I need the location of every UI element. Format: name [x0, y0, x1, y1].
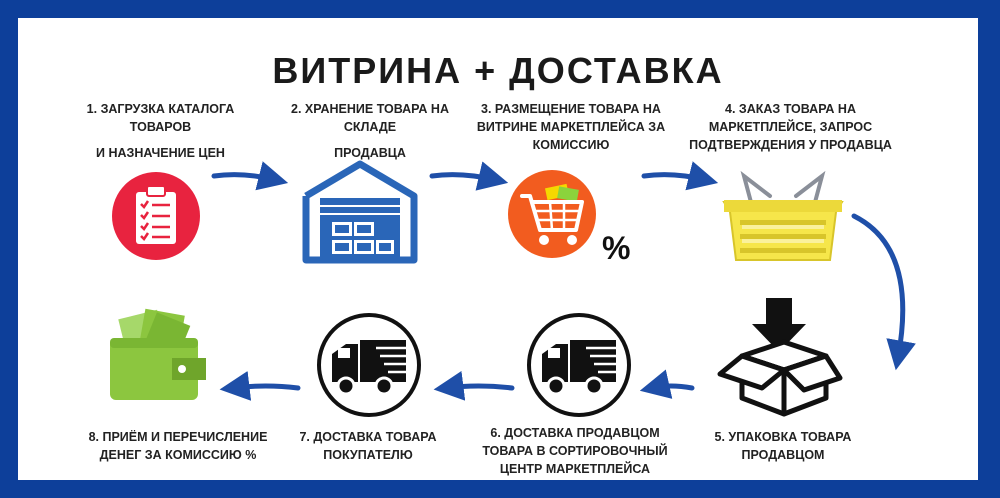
step-1-label-line-2: И НАЗНАЧЕНИЕ ЦЕН [96, 146, 225, 160]
flow-arrows [211, 161, 916, 401]
page-title: ВИТРИНА + ДОСТАВКА [272, 50, 724, 91]
step-3-label-line-3: КОМИССИЮ [532, 138, 610, 152]
arrow-6-to-7 [433, 370, 515, 401]
step-4-label-line-1: 4. ЗАКАЗ ТОВАРА НА [725, 102, 856, 116]
wallet-money-icon [102, 306, 214, 406]
arrow-5-to-6 [639, 369, 695, 399]
delivery-truck-icon [524, 310, 634, 420]
arrow-3-to-4 [641, 161, 719, 191]
warehouse-icon [300, 156, 420, 266]
step-3-label: 3. РАЗМЕЩЕНИЕ ТОВАРА НА ВИТРИНЕ МАРКЕТПЛ… [476, 100, 666, 154]
delivery-truck-icon-2 [314, 310, 424, 420]
step-6-label-line-3: ЦЕНТР МАРКЕТПЛЕЙСА [499, 462, 651, 476]
step-8-label-line-1: 8. ПРИЁМ И ПЕРЕЧИСЛЕНИЕ [88, 430, 268, 444]
clipboard-checklist-icon [110, 170, 202, 262]
shopping-cart-percent-icon: % [506, 168, 646, 268]
step-6-label-line-1: 6. ДОСТАВКА ПРОДАВЦОМ [490, 426, 660, 440]
basket-icon [718, 168, 848, 268]
step-7-label-line-1: 7. ДОСТАВКА ТОВАРА [299, 430, 437, 444]
step-2-label: 2. ХРАНЕНИЕ ТОВАРА НА СКЛАДЕ ПРОДАВЦА [265, 100, 475, 162]
step-5-label-line-2: ПРОДАВЦОМ [741, 448, 825, 462]
percent-sign: % [602, 230, 631, 266]
step-4-label-line-2: МАРКЕТПЛЕЙСЕ, ЗАПРОС [708, 120, 873, 134]
arrow-2-to-3 [429, 161, 509, 191]
step-8-label-line-2: ДЕНЕГ ЗА КОМИССИЮ % [99, 448, 257, 462]
step-4-label: 4. ЗАКАЗ ТОВАРА НА МАРКЕТПЛЕЙСЕ, ЗАПРОС … [688, 100, 893, 154]
step-2-label-line-2: ПРОДАВЦА [334, 146, 406, 160]
box-packing-icon [714, 294, 844, 418]
step-8-label: 8. ПРИЁМ И ПЕРЕЧИСЛЕНИЕ ДЕНЕГ ЗА КОМИССИ… [78, 428, 278, 464]
step-6-label-line-2: ТОВАРА В СОРТИРОВОЧНЫЙ [482, 444, 668, 458]
step-5-label-line-1: 5. УПАКОВКА ТОВАРА [714, 430, 852, 444]
arrow-7-to-8 [219, 371, 301, 401]
step-3-label-line-2: ВИТРИНЕ МАРКЕТПЛЕЙСА ЗА [476, 120, 666, 134]
arrow-1-to-2 [211, 161, 289, 191]
step-7-label-line-2: ПОКУПАТЕЛЮ [323, 448, 413, 462]
arrow-4-to-5 [851, 213, 916, 371]
infographic-frame: ВИТРИНА + ДОСТАВКА 1. ЗАГРУЗКА КАТАЛОГА … [18, 18, 978, 480]
step-2-label-line-1: 2. ХРАНЕНИЕ ТОВАРА НА СКЛАДЕ [291, 102, 449, 134]
step-3-label-line-1: 3. РАЗМЕЩЕНИЕ ТОВАРА НА [481, 102, 661, 116]
step-1-label-line-1: 1. ЗАГРУЗКА КАТАЛОГА ТОВАРОВ [86, 102, 235, 134]
step-5-label: 5. УПАКОВКА ТОВАРА ПРОДАВЦОМ [698, 428, 868, 464]
step-7-label: 7. ДОСТАВКА ТОВАРА ПОКУПАТЕЛЮ [288, 428, 448, 464]
step-1-label: 1. ЗАГРУЗКА КАТАЛОГА ТОВАРОВ И НАЗНАЧЕНИ… [58, 100, 263, 162]
step-6-label: 6. ДОСТАВКА ПРОДАВЦОМ ТОВАРА В СОРТИРОВО… [480, 424, 670, 478]
step-4-label-line-3: ПОДТВЕРЖДЕНИЯ У ПРОДАВЦА [689, 138, 892, 152]
